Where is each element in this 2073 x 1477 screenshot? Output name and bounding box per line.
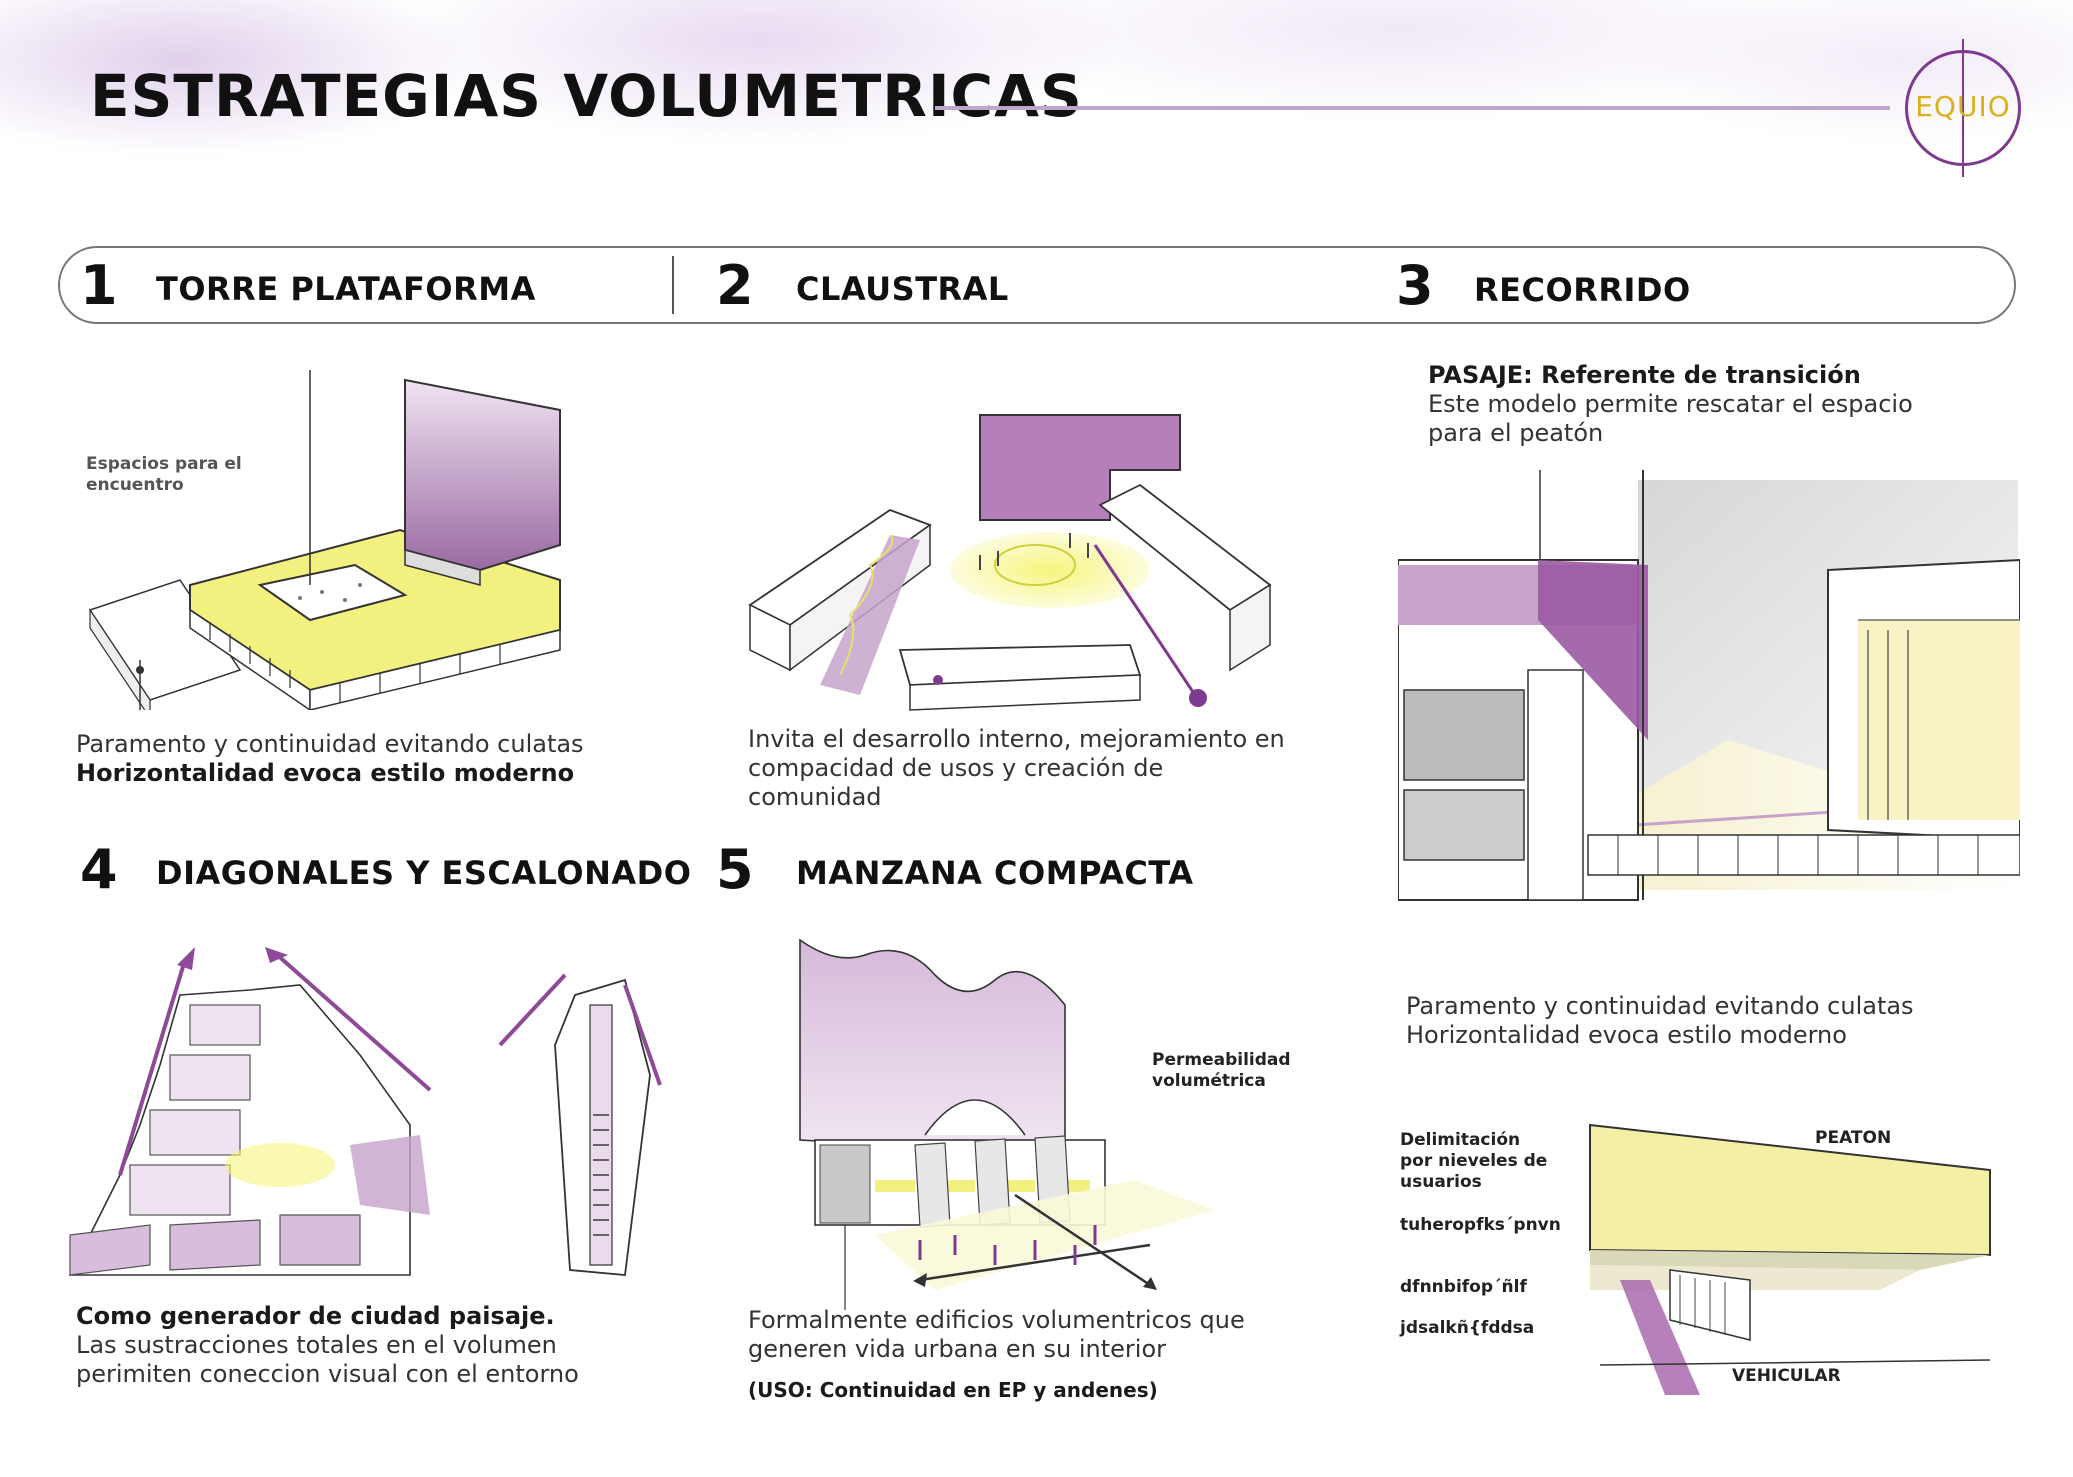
section-4-caption-line1: Como generador de ciudad paisaje. — [76, 1302, 555, 1330]
section-2-number: 2 — [716, 254, 754, 317]
section-3-title: RECORRIDO — [1474, 271, 1691, 309]
diagram-delimitacion-label: Delimitación por nieveles de usuarios — [1400, 1130, 1548, 1192]
header-divider — [672, 256, 674, 314]
section-5-caption-line2: generen vida urbana en su interior — [748, 1335, 1167, 1363]
title-rule — [935, 106, 1890, 110]
recorrido-street-sketch — [1398, 470, 2020, 901]
section-4-caption-line3: perimiten coneccion visual con el entorn… — [76, 1360, 579, 1388]
section-4-title: DIAGONALES Y ESCALONADO — [156, 854, 692, 892]
section-3-heading-line1: Este modelo permite rescatar el espacio — [1428, 390, 1913, 418]
section-1-title: TORRE PLATAFORMA — [156, 270, 536, 308]
claustral-sketch — [748, 414, 1272, 711]
section-1-annotation: Espacios para el encuentro — [86, 454, 242, 495]
section-3-caption-line1: Paramento y continuidad evitando culatas — [1406, 992, 1914, 1020]
section-5-title: MANZANA COMPACTA — [796, 854, 1194, 892]
section-3-caption-line2: Horizontalidad evoca estilo moderno — [1406, 1021, 1847, 1049]
sections-header-bar — [58, 246, 2016, 324]
section-5-caption-line3: (USO: Continuidad en EP y andenes) — [748, 1378, 1158, 1402]
section-1-caption-line2: Horizontalidad evoca estilo moderno — [76, 759, 575, 787]
diagram-item1-label: tuheropfks´pnvn — [1400, 1215, 1561, 1235]
section-2-caption-line1: Invita el desarrollo interno, mejoramien… — [748, 725, 1285, 753]
page-title: ESTRATEGIAS VOLUMETRICAS — [90, 62, 1083, 130]
logo-text: EQUIO — [1915, 90, 2011, 123]
diagonales-escalonado-sketch — [68, 947, 662, 1276]
section-3-heading: PASAJE: Referente de transición — [1428, 361, 1861, 389]
peaton-vehicular-section-sketch — [1589, 1123, 1991, 1395]
diagram-item2-label: dfnnbifop´ñlf — [1400, 1277, 1527, 1297]
equio-logo: EQUIO — [1905, 39, 2021, 177]
section-3-number: 3 — [1396, 254, 1434, 317]
manzana-compacta-sketch — [799, 938, 1215, 1310]
section-5-annotation: Permeabilidad volumétrica — [1152, 1050, 1291, 1091]
header-watercolor-wash — [0, 0, 2073, 240]
section-1-number: 1 — [80, 254, 118, 317]
diagram-vehicular-label: VEHICULAR — [1732, 1366, 1841, 1386]
section-1-caption-line1: Paramento y continuidad evitando culatas — [76, 730, 584, 758]
section-4-caption-line2: Las sustracciones totales en el volumen — [76, 1331, 557, 1359]
section-5-caption-line1: Formalmente edificios volumentricos que — [748, 1306, 1245, 1334]
torre-plataforma-sketch — [88, 370, 561, 710]
section-2-caption-line2: compacidad de usos y creación de — [748, 754, 1164, 782]
logo-bar — [1962, 39, 1964, 177]
section-3-heading-line2: para el peatón — [1428, 419, 1604, 447]
diagram-peaton-label: PEATON — [1815, 1128, 1892, 1148]
section-4-number: 4 — [80, 838, 118, 901]
section-5-number: 5 — [716, 838, 754, 901]
section-2-title: CLAUSTRAL — [796, 270, 1009, 308]
diagram-item3-label: jdsalkñ{fddsa — [1400, 1318, 1535, 1338]
section-2-caption-line3: comunidad — [748, 783, 882, 811]
